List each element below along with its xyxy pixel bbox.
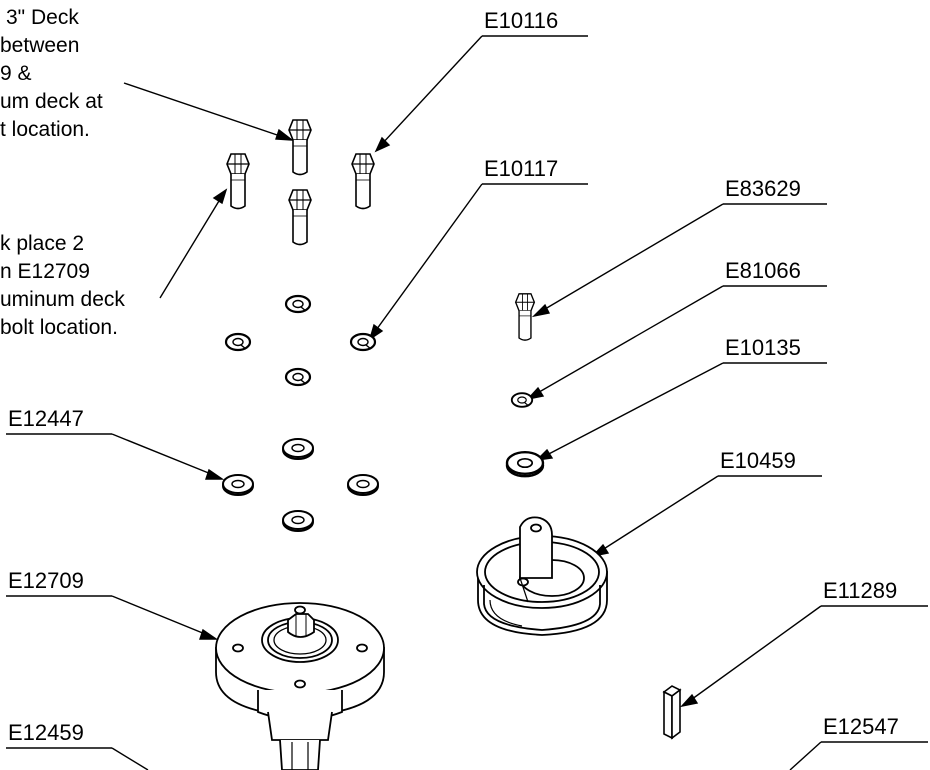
pulley — [476, 516, 608, 636]
bolt-center-top — [288, 119, 312, 176]
bolt-right — [351, 153, 375, 210]
middle-note-line-2: n E12709 — [0, 260, 90, 283]
bolt-left — [226, 153, 250, 210]
svg-text:E10117: E10117 — [484, 156, 558, 181]
svg-text:E12709: E12709 — [8, 568, 84, 593]
svg-text:E83629: E83629 — [725, 176, 801, 201]
top-note-line-3: 9 & — [0, 62, 32, 85]
top-note-line-1: 3" Deck — [6, 6, 79, 29]
svg-text:E10116: E10116 — [484, 8, 558, 33]
middle-note-line-1: k place 2 — [0, 232, 84, 255]
label-e12547: E12547 — [821, 714, 928, 743]
label-e10116: E10116 — [482, 8, 588, 37]
bolt-e83629 — [514, 293, 536, 341]
lock-washer-e81066 — [510, 392, 534, 408]
label-e12459: E12459 — [6, 720, 112, 749]
bolt-center-lower — [288, 189, 312, 246]
svg-text:E81066: E81066 — [725, 258, 801, 283]
svg-text:E10135: E10135 — [725, 335, 801, 360]
svg-text:E10459: E10459 — [720, 448, 796, 473]
svg-text:E11289: E11289 — [823, 578, 897, 603]
label-e10117: E10117 — [482, 156, 588, 185]
flat-washer-e10135 — [505, 450, 545, 478]
top-note-line-5: t location. — [0, 118, 90, 141]
top-note-line-2: between — [0, 34, 79, 57]
label-e12709: E12709 — [6, 568, 112, 597]
svg-text:E12547: E12547 — [823, 714, 899, 739]
top-note: 3" Deck between 9 & um deck at t locatio… — [0, 6, 103, 141]
top-note-line-4: um deck at — [0, 90, 103, 113]
middle-note: k place 2 n E12709 uminum deck bolt loca… — [0, 232, 125, 339]
label-e81066: E81066 — [723, 258, 827, 287]
flat-washer-2 — [222, 474, 254, 496]
lock-washer-1 — [284, 294, 312, 314]
leader-lines — [111, 35, 822, 770]
svg-text:E12459: E12459 — [8, 720, 84, 745]
key — [662, 685, 682, 740]
spindle-assembly — [215, 602, 385, 770]
lock-washer-4 — [284, 367, 312, 387]
label-e12447: E12447 — [6, 406, 112, 435]
lock-washer-3 — [349, 332, 377, 352]
label-e11289: E11289 — [821, 578, 928, 607]
label-e10459: E10459 — [718, 448, 822, 477]
label-e83629: E83629 — [723, 176, 827, 205]
middle-note-line-4: bolt location. — [0, 316, 118, 339]
svg-text:E12447: E12447 — [8, 406, 84, 431]
lock-washer-2 — [224, 332, 252, 352]
flat-washer-3 — [347, 474, 379, 496]
flat-washer-1 — [282, 438, 314, 460]
middle-note-line-3: uminum deck — [0, 288, 125, 311]
flat-washer-4 — [282, 510, 314, 532]
label-e10135: E10135 — [723, 335, 827, 364]
